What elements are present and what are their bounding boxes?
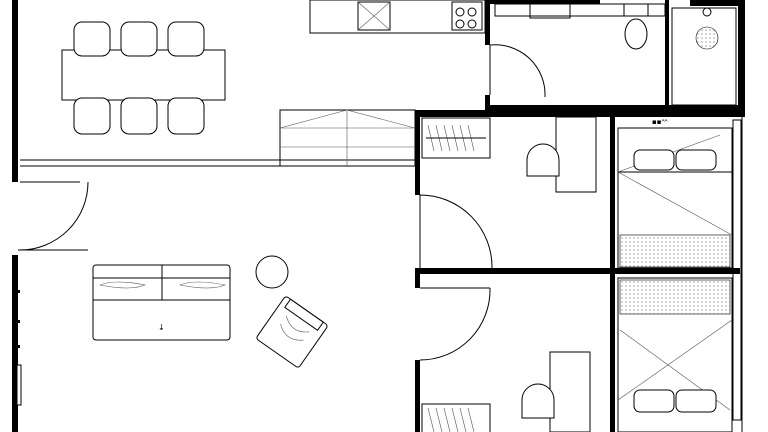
bedroom-2-door <box>419 287 491 361</box>
dining-table <box>61 21 226 135</box>
windows <box>16 290 22 406</box>
wardrobe <box>421 403 491 432</box>
dining-chairs <box>73 21 205 135</box>
desk-chair <box>521 383 555 419</box>
bedroom-1-door <box>419 194 493 269</box>
desk <box>549 351 591 432</box>
armchair <box>256 296 328 368</box>
desk-chair <box>526 143 560 177</box>
kitchen-counter <box>309 0 486 34</box>
bedroom-1: ▪▪ᴬᴬ <box>421 116 733 269</box>
doors <box>18 44 546 361</box>
wardrobe <box>421 117 491 159</box>
sofa: ↓ <box>92 264 231 341</box>
arrow-icon: ↓ <box>158 323 165 332</box>
bedroom-2 <box>421 119 742 432</box>
walls <box>12 0 745 432</box>
bed <box>617 277 733 432</box>
radiator <box>732 119 742 421</box>
bathroom-door <box>489 44 546 98</box>
side-table <box>255 255 289 289</box>
bathroom <box>494 0 737 106</box>
entrance-door <box>18 181 89 251</box>
outlet-icon: ▪▪ᴬᴬ <box>652 118 668 126</box>
bed <box>617 127 733 269</box>
toilet <box>623 3 649 50</box>
steps <box>279 109 416 167</box>
shower <box>671 7 737 106</box>
desk <box>555 116 597 193</box>
